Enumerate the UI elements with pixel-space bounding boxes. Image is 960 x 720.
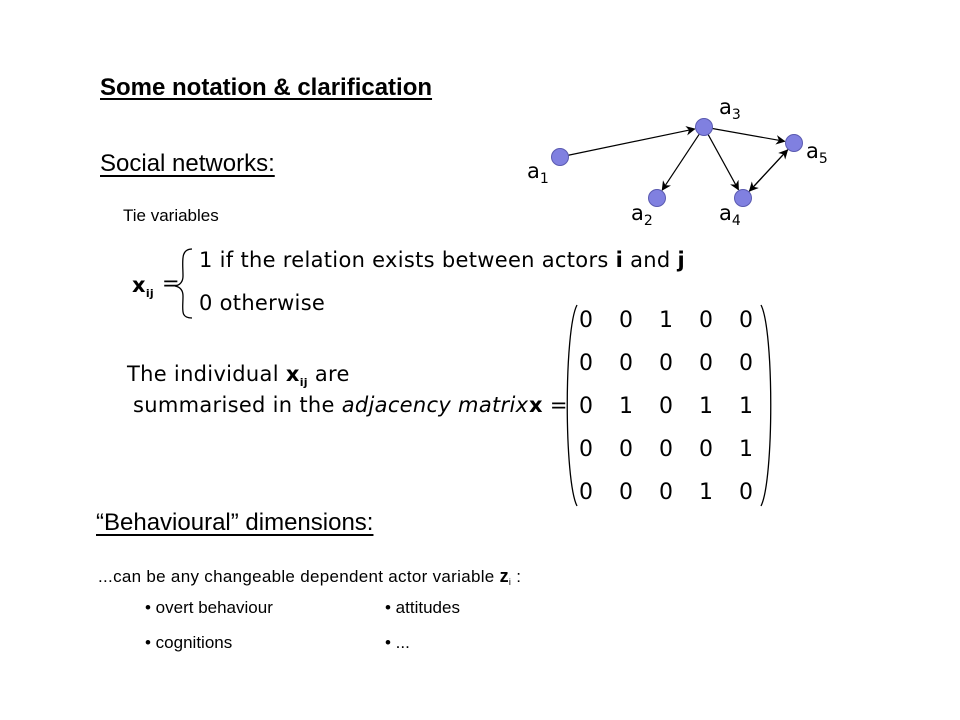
node-a2	[648, 189, 666, 207]
ij-subscript: ij	[145, 287, 155, 300]
edge-a3-a5	[712, 127, 786, 145]
matrix-cell: 0	[579, 480, 593, 505]
definition-equals: =	[162, 271, 180, 295]
social-networks-heading: Social networks:	[100, 150, 275, 177]
matrix-cell: 0	[659, 394, 673, 419]
matrix-cell: 0	[659, 437, 673, 462]
matrix-cell: 0	[619, 308, 633, 333]
matrix-row: 0 0 0 1 0	[566, 471, 766, 514]
matrix-row: 0 1 0 1 1	[566, 385, 766, 428]
matrix-cell: 0	[699, 308, 713, 333]
matrix-cell: 0	[579, 394, 593, 419]
z-symbol: z	[499, 566, 509, 586]
matrix-cell: 0	[579, 437, 593, 462]
definition-brace	[174, 248, 193, 319]
bullet-attitudes: • attitudes	[385, 598, 460, 617]
matrix-row: 0 0 1 0 0	[566, 299, 766, 342]
matrix-cell: 0	[619, 351, 633, 376]
matrix-cell: 0	[659, 480, 673, 505]
bullet-cognitions: • cognitions	[145, 633, 233, 652]
matrix-equals: =	[549, 393, 568, 417]
individual-line-2: summarised in the adjacency matrix	[133, 393, 528, 417]
matrix-row: 0 0 0 0 1	[566, 428, 766, 471]
edge-a1-a3	[568, 126, 696, 156]
matrix-cell: 1	[699, 394, 713, 419]
edge-a4-a5	[748, 149, 789, 193]
matrix-lhs: x =	[529, 393, 568, 417]
changeable-text: ...can be any changeable dependent actor…	[98, 566, 521, 587]
actor-i: i	[615, 248, 624, 272]
actor-j: j	[677, 248, 685, 272]
matrix-cell: 0	[739, 308, 753, 333]
matrix-cell: 0	[579, 351, 593, 376]
node-label-a2: a2	[631, 201, 653, 229]
definition-case-2: 0 otherwise	[199, 291, 326, 315]
case1-and: and	[623, 248, 678, 272]
matrix-cell: 0	[699, 437, 713, 462]
x-symbol: x	[285, 362, 300, 386]
xij-lhs: xij	[132, 273, 154, 300]
summarised-text: summarised in the	[133, 393, 342, 417]
matrix-cell: 0	[619, 480, 633, 505]
matrix-left-bracket	[566, 304, 578, 507]
edge-a3-a4	[707, 134, 739, 191]
matrix-cell: 1	[739, 394, 753, 419]
adjacency-matrix-term: adjacency matrix	[341, 393, 529, 417]
ij-subscript: ij	[299, 376, 308, 389]
definition-case-1: 1 if the relation exists between actors …	[199, 248, 685, 272]
node-a1	[551, 148, 569, 166]
node-label-a1: a1	[527, 159, 549, 187]
matrix-x-symbol: x	[529, 393, 543, 417]
matrix-cell: 1	[619, 394, 633, 419]
node-label-a5: a5	[806, 139, 828, 167]
matrix-cell: 1	[739, 437, 753, 462]
matrix-cell: 0	[659, 351, 673, 376]
matrix-right-bracket	[760, 304, 772, 507]
adjacency-matrix: 0 0 1 0 0 0 0 0 0 0 0 1 0 1 1 0 0 0 0 1 0 0 0 1 0	[566, 299, 766, 514]
matrix-cell: 0	[619, 437, 633, 462]
matrix-cell: 1	[659, 308, 673, 333]
matrix-row: 0 0 0 0 0	[566, 342, 766, 385]
node-label-a3: a3	[719, 95, 741, 123]
tie-variables-label: Tie variables	[123, 206, 219, 225]
node-a3	[695, 118, 713, 136]
i-subscript: i	[508, 577, 512, 587]
changeable-prefix: ...can be any changeable dependent actor…	[98, 567, 500, 586]
behavioural-heading: “Behavioural” dimensions:	[96, 509, 374, 536]
changeable-suffix: :	[511, 567, 522, 586]
matrix-cell: 0	[699, 351, 713, 376]
matrix-cell: 1	[699, 480, 713, 505]
matrix-cell: 0	[739, 351, 753, 376]
node-a4	[734, 189, 752, 207]
bullet-overt-behaviour: • overt behaviour	[145, 598, 273, 617]
x-symbol: x	[132, 273, 146, 297]
case1-text: 1 if the relation exists between actors	[199, 248, 616, 272]
individual-suffix: are	[307, 362, 350, 386]
node-a5	[785, 134, 803, 152]
edge-a3-a2	[661, 133, 700, 191]
bullet-ellipsis: • ...	[385, 633, 410, 652]
individual-line-1: The individual xij are	[127, 362, 350, 389]
individual-prefix: The individual	[127, 362, 286, 386]
slide-title: Some notation & clarification	[100, 74, 433, 101]
node-label-a4: a4	[719, 201, 741, 229]
matrix-cell: 0	[739, 480, 753, 505]
matrix-cell: 0	[579, 308, 593, 333]
